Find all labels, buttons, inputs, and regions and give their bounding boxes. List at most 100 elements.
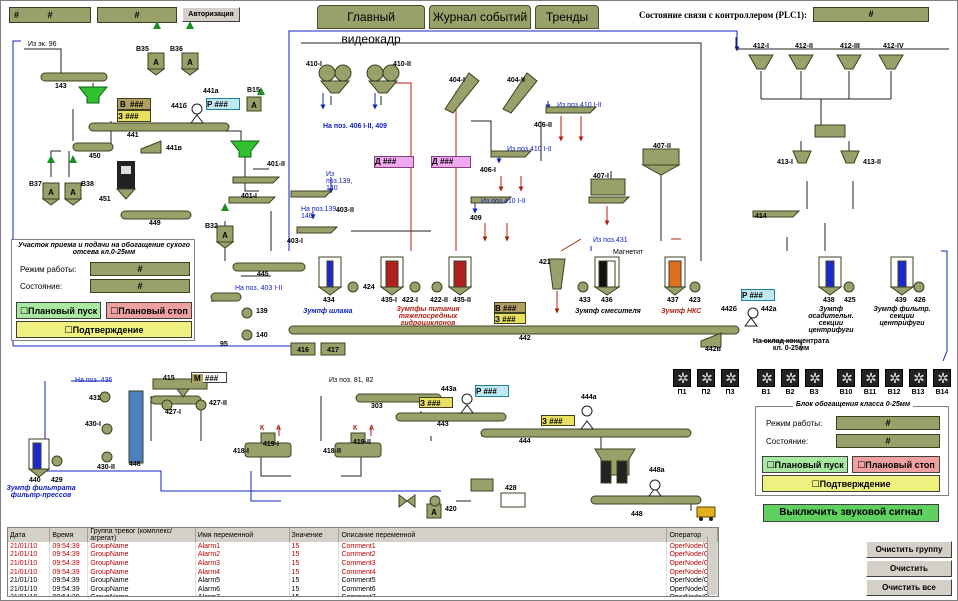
label-435-1: 435-I (381, 297, 397, 304)
label-140: 140 (256, 332, 268, 339)
left-stop-button[interactable]: ☐Плановый стоп (106, 302, 192, 319)
label-441a: 441a (203, 88, 219, 95)
fan-b11[interactable]: ✲ (861, 369, 879, 387)
label-b15: В15 (247, 87, 260, 94)
indicator-443-z-letter: З (420, 399, 426, 408)
sound-off-button[interactable]: Выключить звуковой сигнал (763, 504, 939, 522)
fan-label-p2: П2 (701, 389, 711, 396)
alarm-table: Дата Время Группа тревог (комплекс/агрег… (7, 527, 719, 597)
right-stop-button[interactable]: ☐Плановый стоп (852, 456, 940, 473)
label-from-81: Из поз. 81, 82 (329, 377, 374, 384)
col-name[interactable]: Имя переменной (195, 528, 290, 542)
fan-b10[interactable]: ✲ (837, 369, 855, 387)
alarm-cell-name: Alarm1 (195, 542, 290, 551)
alarm-grid: Дата Время Группа тревог (комплекс/агрег… (8, 528, 718, 596)
label-from-410-b: Из поз.410 I-II (507, 146, 552, 153)
clear-group-button[interactable]: Очистить группу (866, 541, 952, 558)
label-424: 424 (363, 284, 375, 291)
label-451: 451 (99, 196, 111, 203)
col-date[interactable]: Дата (8, 528, 51, 542)
fan-b12[interactable]: ✲ (885, 369, 903, 387)
label-445: 445 (257, 271, 269, 278)
label-434: 434 (323, 297, 335, 304)
alarm-cell-value: 15 (289, 567, 340, 577)
alarm-cell-op: OperNode/O... (666, 593, 718, 596)
plc-label: Состояние связи с контроллером (PLC1): (639, 10, 807, 20)
fan-icon: ✲ (889, 370, 901, 386)
process-diagram: АА ААА АА (12, 21, 949, 521)
label-413-1: 413-I (777, 159, 793, 166)
indicator-441-z: З ### (117, 110, 151, 122)
fan-b3[interactable]: ✲ (805, 369, 823, 387)
alarm-row[interactable]: 21/01/1009:54:39GroupNameAlarm715Comment… (8, 593, 718, 596)
label-to-139: На поз.139, 140 (301, 206, 339, 220)
fan-p1[interactable]: ✲ (673, 369, 691, 387)
label-422-2: 422-II (430, 297, 448, 304)
fan-b14[interactable]: ✲ (933, 369, 951, 387)
clear-selected-button[interactable]: Очистить выделенное (866, 560, 952, 588)
indicator-443-z: З ### (419, 397, 453, 408)
tab-trends[interactable]: Тренды (535, 5, 599, 29)
label-407-2: 407-II (653, 143, 671, 150)
label-430-2: 430-II (97, 464, 115, 471)
alarm-cell-date: 21/01/10 (8, 559, 51, 568)
alarm-cell-group: GroupName (87, 593, 196, 596)
alarm-cell-date: 21/01/10 (8, 542, 51, 551)
alarm-cell-time: 09:54:39 (49, 593, 89, 596)
fan-b1[interactable]: ✲ (757, 369, 775, 387)
clear-all-button[interactable]: Очистить все (866, 579, 952, 596)
right-confirm-button[interactable]: ☐Подтверждение (762, 475, 940, 492)
right-start-button[interactable]: ☐Плановый пуск (762, 456, 848, 473)
left-confirm-button[interactable]: ☐Подтверждение (16, 321, 192, 338)
alarm-cell-group: GroupName (87, 550, 196, 560)
fan-p3[interactable]: ✲ (721, 369, 739, 387)
alarm-cell-desc: Comment7 (338, 593, 668, 596)
label-from-410-c: Из поз.410 I-II (481, 198, 526, 205)
label-from-139: Из поз.139, 140 (326, 171, 353, 192)
alarm-cell-op: OperNode/O... (666, 584, 718, 594)
fan-b13[interactable]: ✲ (909, 369, 927, 387)
right-state-label: Состояние: (766, 437, 809, 446)
alarm-cell-value: 15 (289, 576, 340, 585)
alarm-cell-desc: Comment6 (338, 584, 668, 594)
label-409: 409 (470, 215, 482, 222)
label-431: 431 (89, 395, 101, 402)
alarm-cell-name: Alarm4 (195, 567, 290, 577)
indicator-435-z-letter: З (495, 315, 501, 324)
label-b32: В32 (205, 223, 218, 230)
label-413-2: 413-II (863, 159, 881, 166)
fan-p2[interactable]: ✲ (697, 369, 715, 387)
indicator-d1-letter: Д (375, 157, 381, 166)
col-group[interactable]: Группа тревог (комплекс/агрегат) (87, 528, 196, 542)
alarm-header-row: Дата Время Группа тревог (комплекс/агрег… (8, 528, 718, 542)
label-303: 303 (371, 403, 383, 410)
col-operator[interactable]: Оператор (666, 528, 718, 542)
checkbox-icon: ☐ (19, 306, 28, 316)
label-412-1: 412-I (753, 43, 769, 50)
alarm-cell-desc: Comment2 (338, 550, 668, 560)
indicator-435-b-value: ### (503, 304, 517, 313)
alarm-scrollbar[interactable] (707, 537, 717, 595)
label-426: 426 (914, 297, 926, 304)
indicator-d2-letter: Д (432, 157, 438, 166)
right-block-title: Блок обогащения класса 0-25мм (756, 401, 950, 408)
left-start-button[interactable]: ☐Плановый пуск (16, 302, 101, 319)
fan-b2[interactable]: ✲ (781, 369, 799, 387)
alarm-cell-op: OperNode/O... (666, 542, 718, 551)
right-mode-value: # (836, 416, 940, 430)
col-desc[interactable]: Описание переменной (338, 528, 668, 542)
left-start-label: Плановый пуск (27, 306, 98, 316)
col-time[interactable]: Время (49, 528, 89, 542)
auth-button[interactable]: Авторизация (182, 7, 240, 22)
label-419-1: 419-I (263, 441, 279, 448)
tab-events[interactable]: Журнал событий (429, 5, 531, 29)
col-value[interactable]: Значение (289, 528, 340, 542)
checkbox-icon: ☐ (64, 325, 73, 335)
label-433: 433 (579, 297, 591, 304)
